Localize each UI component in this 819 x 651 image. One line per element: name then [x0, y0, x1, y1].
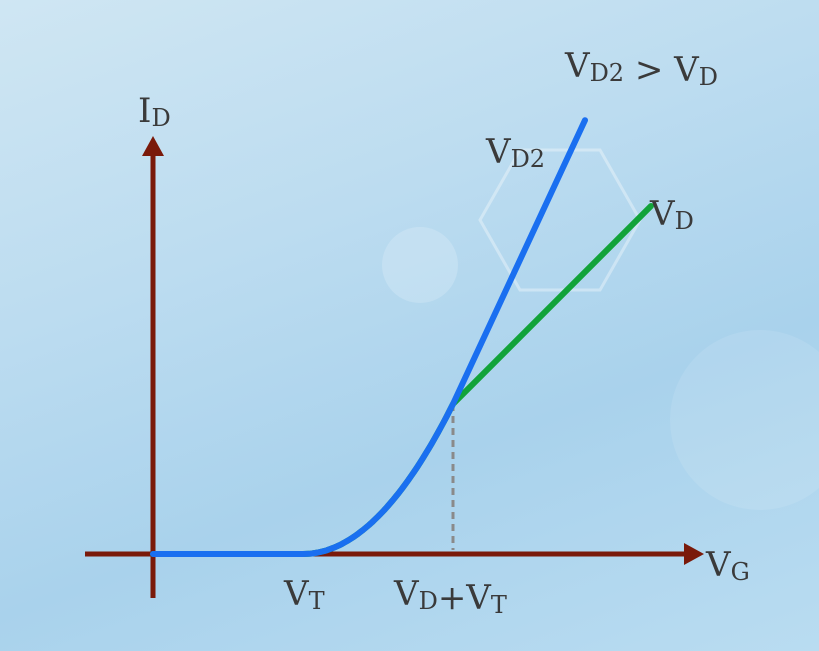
y-axis-arrow [142, 136, 164, 156]
x-axis-label: VG [705, 545, 750, 586]
comparison-annotation: VD2 > VD [564, 46, 718, 91]
axes [85, 136, 704, 598]
tick-label-vdvt: VD+VT [393, 574, 507, 619]
series-line-d2 [150, 117, 588, 557]
series-label-vd: VD [649, 194, 694, 235]
background-hexagon [478, 148, 642, 292]
series-lines [150, 117, 654, 557]
background-bubble [670, 330, 819, 510]
y-axis-label: ID [138, 91, 171, 132]
series-label-vd2: VD2 [485, 132, 545, 173]
tick-label-vt: VT [283, 574, 325, 615]
background-bubble [382, 227, 458, 303]
x-axis-arrow [684, 543, 704, 565]
